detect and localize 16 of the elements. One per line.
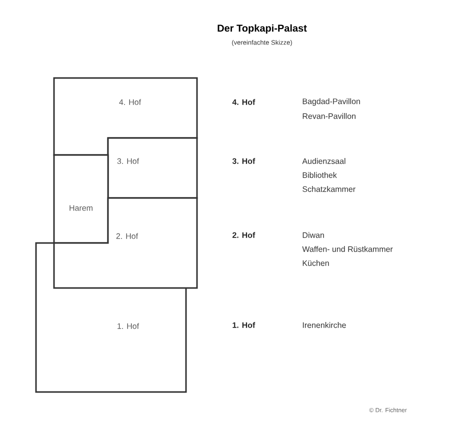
list-item: Revan-Pavillon [302,113,356,119]
list-item: Irenenkirche [302,322,346,328]
list-item: Diwan [302,232,324,238]
list-item: Bibliothek [302,172,337,178]
list-item: Schatzkammer [302,186,356,192]
title: Der Topkapi-Palast [218,24,307,34]
list-item: Küchen [302,260,329,266]
section-heading: 1. Hof [232,322,256,328]
section-heading: 3. Hof [232,158,256,164]
list-item: Bagdad-Pavillon [302,98,360,106]
list-item: Audienzsaal [302,158,346,164]
section-heading: 4. Hof [232,99,256,105]
list-item: Waffen- und Rüstkammer [302,246,393,252]
courtyard-area: 3. Hof [107,137,198,199]
courtyard-area: Harem [53,154,109,244]
section-heading: 2. Hof [232,232,256,238]
